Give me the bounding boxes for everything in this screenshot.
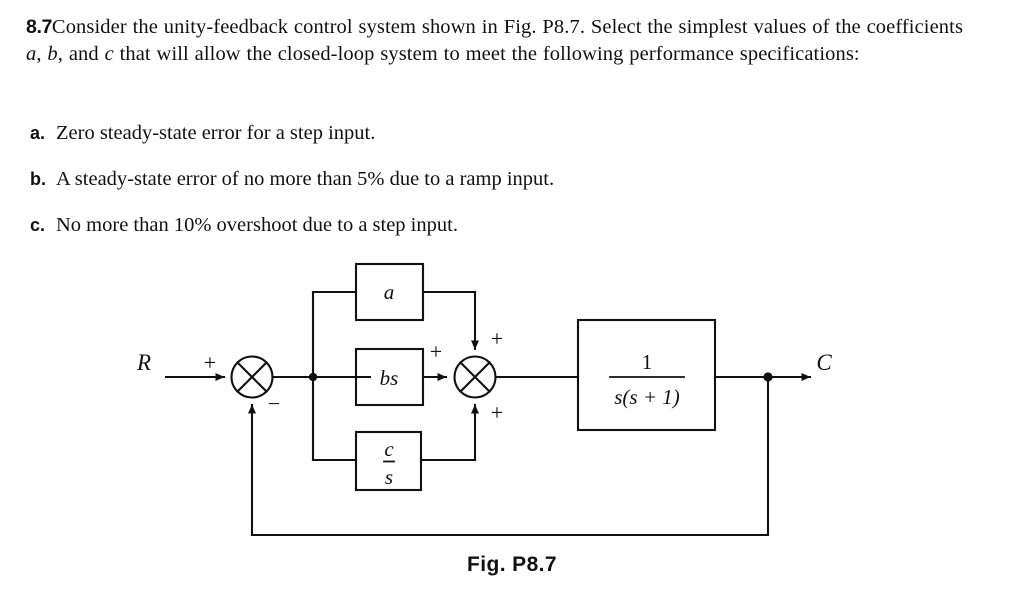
spec-label-a: a.	[30, 123, 46, 143]
coefficient-c: c	[104, 43, 114, 65]
input-label: R	[136, 350, 151, 375]
spec-text-c: No more than 10% overshoot due to a step…	[56, 214, 458, 236]
plant-block	[576, 318, 717, 432]
list-item: c. No more than 10% overshoot due to a s…	[30, 212, 930, 238]
sj2-bottom-sign: +	[491, 400, 503, 425]
plant-block-denominator: s(s + 1)	[614, 385, 680, 409]
integral-block-denominator: s	[385, 465, 393, 489]
problem-number: 8.7	[26, 16, 52, 38]
problem-body-pre: Consider the unity-feedback control syst…	[51, 16, 964, 38]
specification-list: a. Zero steady-state error for a step in…	[30, 120, 930, 258]
integral-block-numerator: c	[384, 437, 394, 461]
block-diagram-figure: R C + − + + + a bs c s 1 s(s + 1) Fig. P…	[0, 248, 1024, 592]
block-diagram: R C + − + + + a bs c s 1 s(s + 1)	[136, 262, 832, 537]
derivative-block-label: bs	[380, 366, 399, 390]
coefficient-sep-2: , and	[57, 43, 105, 65]
problem-body-post: that will allow the closed-loop system t…	[113, 43, 860, 65]
list-item: b. A steady-state error of no more than …	[30, 166, 930, 192]
sj2-left-sign: +	[430, 339, 442, 364]
spec-text-a: Zero steady-state error for a step input…	[56, 122, 376, 144]
problem-statement: 8.7Consider the unity-feedback control s…	[26, 14, 978, 68]
summing-junction-1-cross-b	[236, 361, 268, 393]
output-label: C	[816, 350, 832, 375]
coefficient-sep-1: ,	[36, 43, 48, 65]
figure-caption: Fig. P8.7	[467, 553, 557, 576]
spec-text-b: A steady-state error of no more than 5% …	[56, 168, 555, 190]
problem-paragraph: 8.7Consider the unity-feedback control s…	[26, 14, 978, 68]
spec-label-c: c.	[30, 215, 46, 235]
spec-label-b: b.	[30, 169, 46, 189]
coefficient-a: a	[26, 43, 37, 65]
sj1-input-sign: +	[204, 350, 216, 375]
coefficient-b: b	[47, 43, 58, 65]
list-item: a. Zero steady-state error for a step in…	[30, 120, 930, 146]
summing-junction-2-cross-b	[459, 361, 491, 393]
sj1-feedback-sign: −	[268, 391, 280, 416]
proportional-block-label: a	[384, 280, 395, 304]
sj2-top-sign: +	[491, 326, 503, 351]
plant-block-numerator: 1	[642, 350, 653, 374]
